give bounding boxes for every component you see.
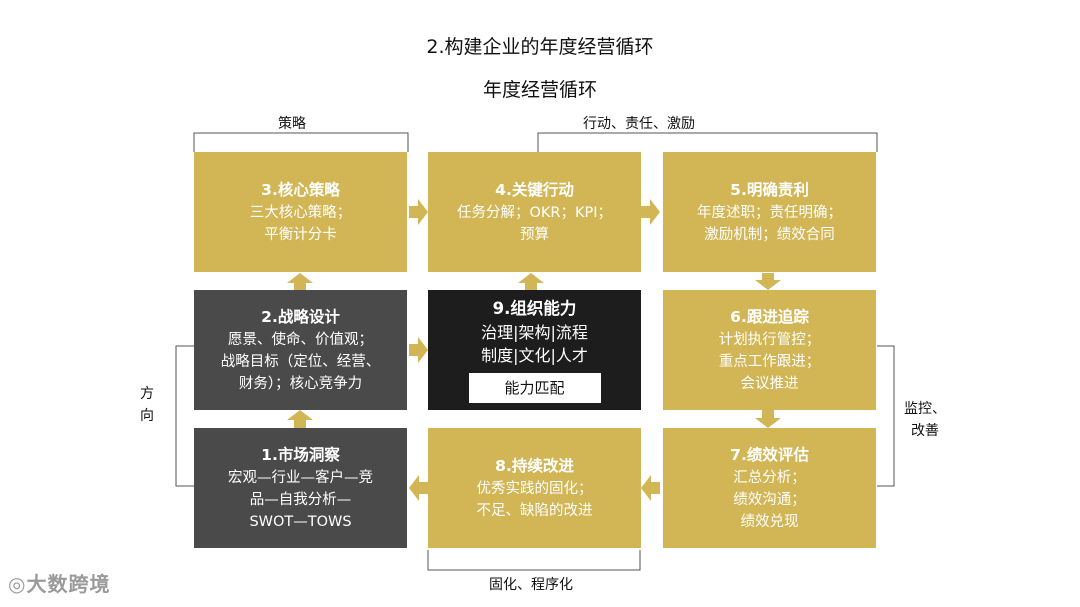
box-line: 任务分解；OKR；KPI； bbox=[456, 204, 613, 221]
arrow-1-to-2 bbox=[287, 410, 313, 428]
box-title: 5.明确责利 bbox=[730, 180, 809, 199]
box-core-strategy: 3.核心策略 三大核心策略； 平衡计分卡 bbox=[194, 152, 407, 272]
box-line: 激励机制；绩效合同 bbox=[704, 226, 835, 243]
box-title: 3.核心策略 bbox=[261, 180, 340, 199]
label-direction: 方 向 bbox=[140, 386, 154, 424]
arrow-6-to-7 bbox=[755, 410, 781, 428]
box-line: 汇总分析； bbox=[733, 469, 806, 486]
label-action: 行动、责任、激励 bbox=[583, 116, 695, 132]
arrow-2-to-9 bbox=[409, 337, 428, 363]
box-line: 愿景、使命、价值观； bbox=[228, 331, 373, 348]
box-line: 战略目标（定位、经营、 bbox=[220, 353, 381, 370]
bracket-action bbox=[537, 132, 878, 152]
box-title: 7.绩效评估 bbox=[730, 445, 809, 464]
box-continuous-improvement: 8.持续改进 优秀实践的固化； 不足、缺陷的改进 bbox=[428, 428, 641, 548]
label-monitor: 监控、 改善 bbox=[904, 401, 946, 439]
arrow-3-to-4 bbox=[409, 199, 428, 225]
page-title: 2.构建企业的年度经营循环 bbox=[426, 36, 654, 58]
watermark-text: 大数跨境 bbox=[26, 572, 111, 596]
bracket-direction bbox=[175, 345, 194, 487]
box-line: 财务）；核心竞争力 bbox=[238, 375, 363, 392]
box-title: 8.持续改进 bbox=[495, 456, 574, 475]
box-line: 不足、缺陷的改进 bbox=[476, 502, 593, 519]
box-line: 治理|架构|流程 bbox=[481, 322, 588, 342]
arrow-7-to-8 bbox=[641, 475, 660, 501]
box-line: 三大核心策略； bbox=[249, 204, 352, 221]
box-key-actions: 4.关键行动 任务分解；OKR；KPI； 预算 bbox=[428, 152, 641, 272]
label-solidify: 固化、程序化 bbox=[489, 577, 573, 593]
box-title: 4.关键行动 bbox=[495, 180, 574, 199]
box-market-insight: 1.市场洞察 宏观—行业—客户—竞 品—自我分析— SWOT—TOWS bbox=[194, 428, 407, 548]
box-title: 2.战略设计 bbox=[261, 307, 340, 326]
box-line: SWOT—TOWS bbox=[249, 513, 352, 530]
box-line: 制度|文化|人才 bbox=[481, 345, 588, 365]
box-line: 绩效沟通； bbox=[733, 491, 806, 508]
box-title: 9.组织能力 bbox=[492, 298, 577, 318]
box-line: 预算 bbox=[520, 226, 549, 243]
box-strategy-design: 2.战略设计 愿景、使命、价值观； 战略目标（定位、经营、 财务）；核心竞争力 bbox=[194, 290, 407, 410]
arrow-9-to-4 bbox=[518, 273, 544, 290]
box-performance-eval: 7.绩效评估 汇总分析； 绩效沟通； 绩效兑现 bbox=[663, 428, 876, 548]
box-line: 计划执行管控； bbox=[718, 331, 821, 348]
box-title: 6.跟进追踪 bbox=[730, 307, 809, 326]
box-line: 重点工作跟进； bbox=[718, 353, 821, 370]
box-title: 1.市场洞察 bbox=[261, 445, 340, 464]
arrow-5-to-6 bbox=[755, 273, 781, 290]
bracket-solidify bbox=[427, 550, 641, 571]
box-follow-up: 6.跟进追踪 计划执行管控； 重点工作跟进； 会议推进 bbox=[663, 290, 876, 410]
box-line: 平衡计分卡 bbox=[264, 226, 337, 243]
bracket-monitor bbox=[877, 345, 895, 487]
arrow-2-to-3 bbox=[287, 273, 313, 290]
box-org-capability: 9.组织能力 治理|架构|流程 制度|文化|人才 能力匹配 bbox=[428, 290, 641, 410]
box-line: 会议推进 bbox=[740, 375, 799, 392]
capability-match-tag: 能力匹配 bbox=[468, 372, 601, 403]
box-line: 优秀实践的固化； bbox=[476, 480, 593, 497]
box-line: 品—自我分析— bbox=[249, 491, 352, 508]
watermark-logo: ◎大数跨境 bbox=[8, 568, 110, 597]
logo-icon: ◎ bbox=[8, 572, 27, 596]
diagram-subtitle: 年度经营循环 bbox=[482, 79, 597, 101]
box-line: 宏观—行业—客户—竞 bbox=[228, 469, 373, 486]
bracket-strategy bbox=[193, 132, 409, 152]
box-line: 年度述职；责任明确； bbox=[697, 204, 842, 221]
arrow-8-to-1 bbox=[409, 475, 428, 501]
label-strategy: 策略 bbox=[278, 116, 306, 132]
box-line: 绩效兑现 bbox=[740, 513, 799, 530]
box-responsibility: 5.明确责利 年度述职；责任明确； 激励机制；绩效合同 bbox=[663, 152, 876, 272]
arrow-4-to-5 bbox=[641, 199, 660, 225]
